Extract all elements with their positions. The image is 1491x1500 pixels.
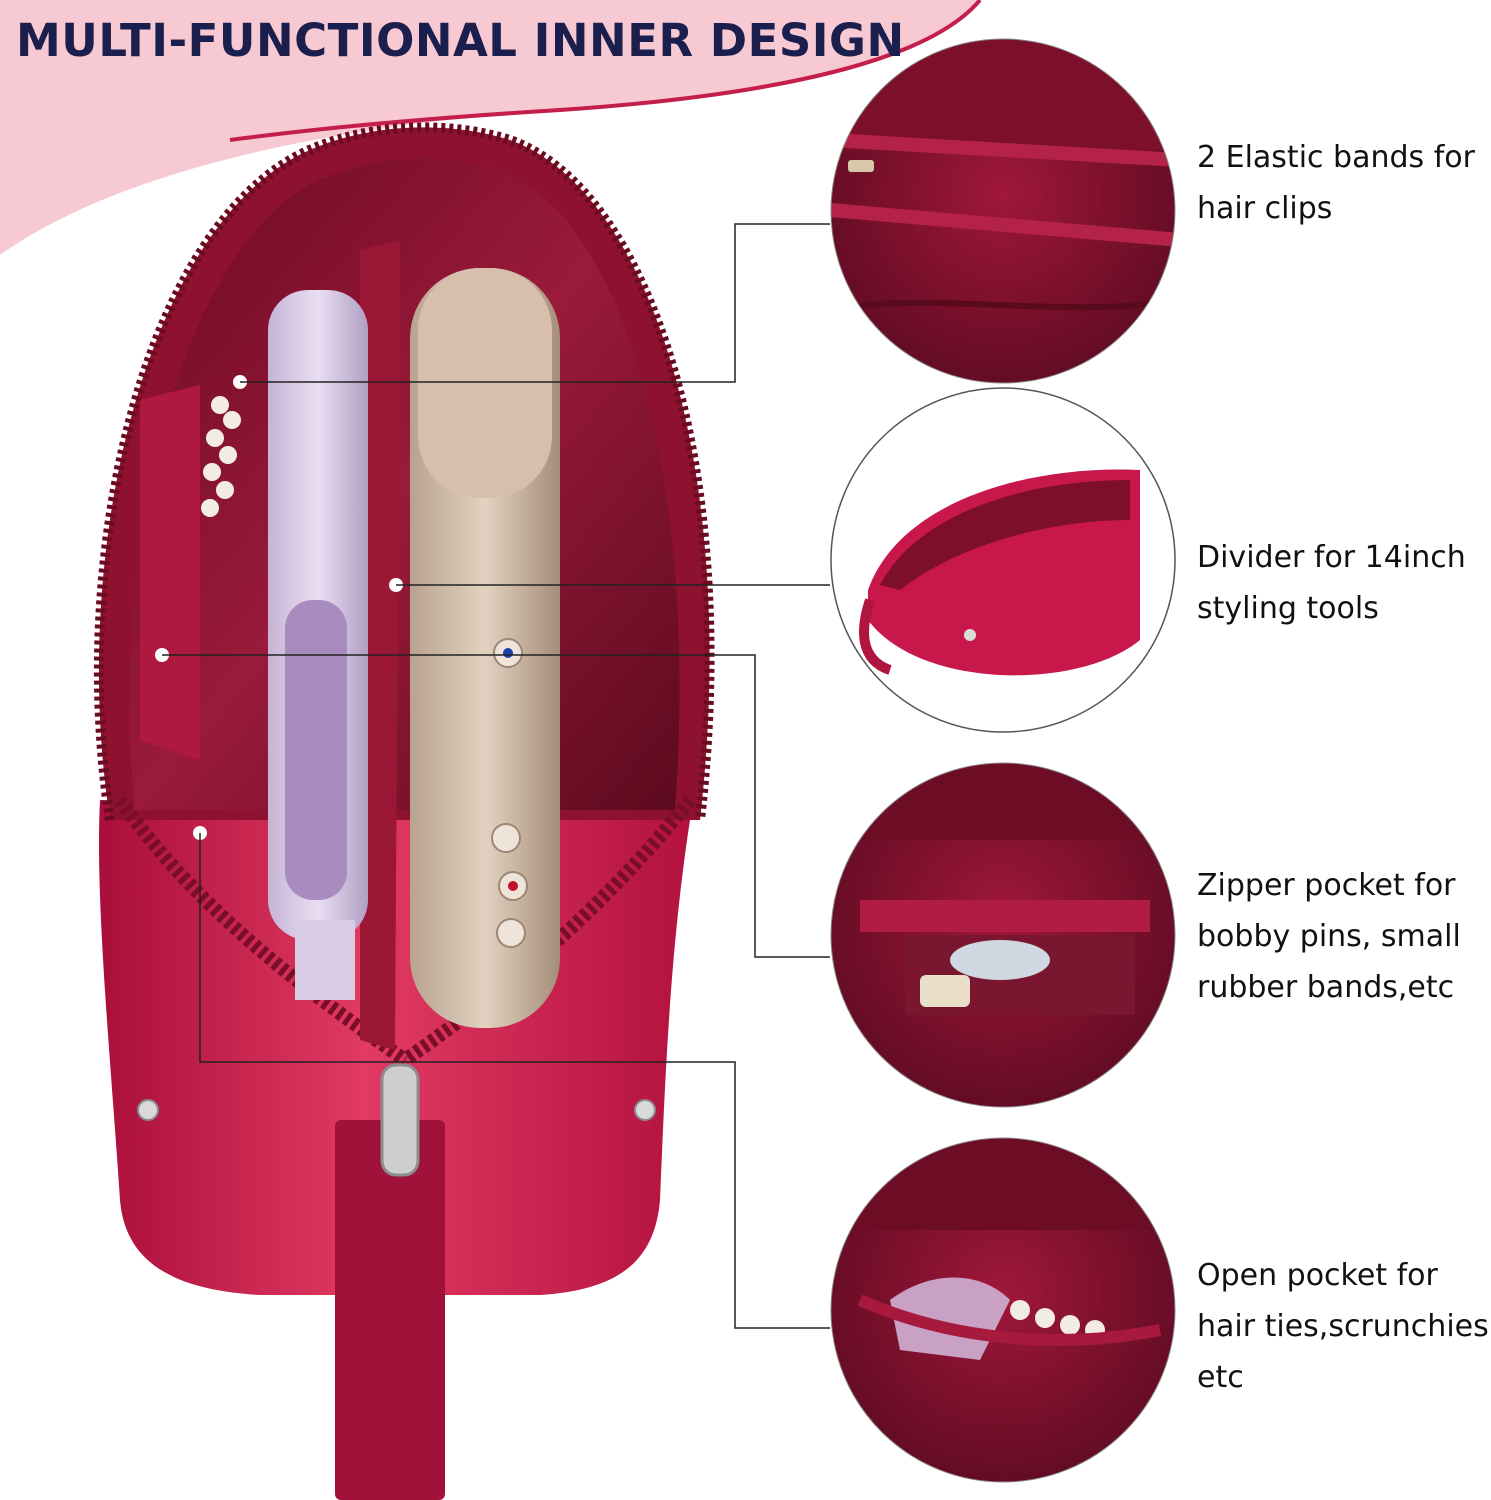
- callout-line: hair ties,scrunchies,: [1197, 1309, 1491, 1344]
- toiletry-bag: [93, 122, 715, 1500]
- callout-line: hair clips: [1197, 191, 1333, 226]
- callout-line: bobby pins, small: [1197, 919, 1461, 954]
- detail-photo-open-pocket: [830, 1137, 1176, 1483]
- feature-callout-zipper-pocket: Zipper pocket for bobby pins, small rubb…: [1197, 860, 1461, 1013]
- feature-callout-elastic-bands: 2 Elastic bands for hair clips: [1197, 132, 1475, 234]
- feature-callout-divider: Divider for 14inch styling tools: [1197, 532, 1466, 634]
- callout-line: 2 Elastic bands for: [1197, 140, 1475, 175]
- detail-photo-zipper-pocket: [830, 762, 1176, 1108]
- page-title: MULTI-FUNCTIONAL INNER DESIGN: [16, 14, 905, 67]
- callout-line: Divider for 14inch: [1197, 540, 1466, 575]
- detail-photo-elastic-bands: [830, 38, 1176, 384]
- callout-line: styling tools: [1197, 591, 1379, 626]
- feature-callout-open-pocket: Open pocket for hair ties,scrunchies, et…: [1197, 1250, 1491, 1403]
- detail-photo-divider: [830, 387, 1176, 733]
- callout-line: etc: [1197, 1360, 1244, 1395]
- callout-line: Open pocket for: [1197, 1258, 1438, 1293]
- callout-line: Zipper pocket for: [1197, 868, 1456, 903]
- callout-line: rubber bands,etc: [1197, 970, 1455, 1005]
- leader-lines: [162, 223, 830, 1329]
- header-banner: [0, 0, 982, 255]
